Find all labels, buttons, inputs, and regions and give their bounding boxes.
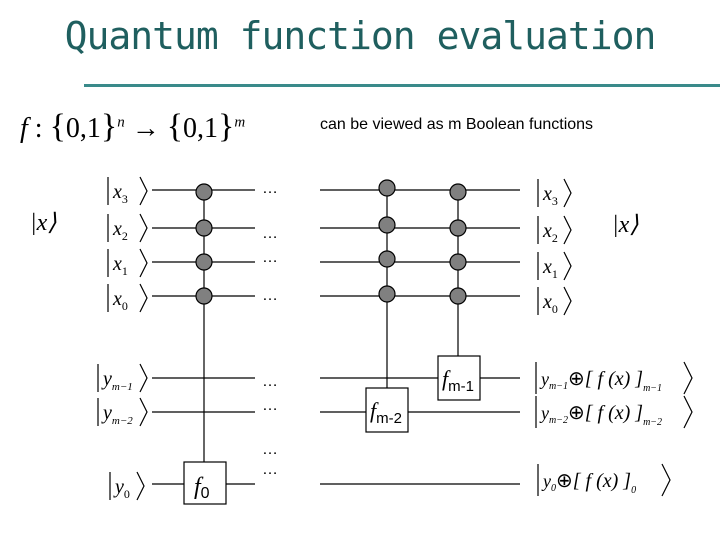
ellipsis-x3: … (262, 180, 278, 197)
gate-fm2-box (365, 387, 409, 433)
input-ket-y0: y0 (109, 471, 145, 501)
control-lines (203, 190, 459, 462)
svg-text:ym−2⊕[ f (x) ]m−2: ym−2⊕[ f (x) ]m−2 (539, 402, 662, 428)
svg-text:y0⊕[ f (x) ]0: y0⊕[ f (x) ]0 (541, 470, 636, 496)
control-dots (195, 179, 467, 305)
control-dot-f0-x0 (195, 287, 213, 305)
gate-fm1-box (437, 355, 481, 401)
output-ket-x0: x0 (537, 286, 572, 316)
input-ket-ym2: ym−2 (97, 397, 148, 427)
formula-arrow: → (124, 113, 167, 144)
svg-text:fm-2: fm-2 (370, 398, 402, 427)
formula-exp-n: n (117, 114, 125, 131)
svg-text:x0: x0 (542, 291, 558, 316)
input-ket-ym1: ym−1 (97, 363, 148, 393)
output-ket-y0: y0⊕[ f (x) ]0 (537, 463, 671, 497)
control-dot-f0-x1 (195, 253, 213, 271)
xor-symbol: ⊕ (568, 368, 585, 390)
output-ket-x2: x2 (537, 215, 572, 245)
control-dot-fm1-x1 (449, 253, 467, 271)
input-kets: x3 x2 x1 x0 ym−1 ym−2 (97, 176, 148, 501)
output-ket-x3: x3 (537, 178, 572, 208)
control-dot-fm2-x2 (378, 216, 396, 234)
ellipsis-gap-2: … (262, 461, 278, 478)
ellipses: … … … … … … … … (262, 180, 278, 478)
ellipsis-x0: … (262, 287, 278, 304)
svg-text:ym−1⊕[ f (x) ]m−1: ym−1⊕[ f (x) ]m−1 (539, 368, 662, 394)
svg-text:x1: x1 (112, 253, 128, 278)
svg-text:x1: x1 (542, 256, 558, 281)
control-dot-fm2-x1 (378, 250, 396, 268)
output-kets: x3 x2 x1 x0 ym−1⊕[ f (x) ]m−1 ym−2⊕[ f (… (535, 178, 693, 497)
page-title: Quantum function evaluation (64, 14, 657, 58)
svg-text:y0: y0 (113, 476, 130, 501)
gate-fm2: fm-2 (365, 387, 409, 433)
left-state-label: |x⟩ (30, 210, 57, 236)
caption: can be viewed as m Boolean functions (320, 116, 594, 133)
formula-brace-close-2: } (218, 108, 235, 145)
input-ket-x0: x0 (107, 283, 148, 313)
svg-text:x2: x2 (542, 220, 558, 245)
control-dot-fm2-x0 (378, 285, 396, 303)
output-ket-ym2: ym−2⊕[ f (x) ]m−2 (535, 395, 693, 429)
control-dot-f0-x3 (195, 183, 213, 201)
ellipsis-x2: … (262, 225, 278, 242)
svg-text:x2: x2 (112, 218, 128, 243)
svg-text:x0: x0 (112, 288, 128, 313)
gate-f0-sub: 0 (201, 485, 210, 502)
ellipsis-gap-1: … (262, 441, 278, 458)
gate-fm1: fm-1 (437, 355, 481, 401)
gate-f0: f0 (183, 461, 227, 505)
formula-set-2: 0,1 (183, 113, 219, 144)
xor-symbol: ⊕ (556, 470, 573, 492)
svg-text:x3: x3 (542, 183, 558, 208)
formula-brace-open-1: { (49, 108, 66, 145)
formula-exp-m: m (234, 114, 246, 131)
gate-fm1-sub: m-1 (448, 378, 474, 395)
svg-text:fm-1: fm-1 (442, 366, 474, 395)
formula-set-1: 0,1 (65, 113, 101, 144)
title-underline (84, 84, 720, 87)
svg-text:f0: f0 (194, 474, 210, 502)
ellipsis-ym1: … (262, 373, 278, 390)
output-ket-ym1: ym−1⊕[ f (x) ]m−1 (535, 361, 693, 395)
svg-text:ym−2: ym−2 (101, 402, 133, 427)
formula-f: f (20, 113, 28, 144)
formula-brace-open-2: { (166, 108, 184, 145)
control-dot-fm1-x0 (449, 287, 467, 305)
control-dot-fm2-x3 (378, 179, 396, 197)
gate-fm2-name: f (370, 398, 379, 423)
input-ket-x2: x2 (107, 213, 148, 243)
input-ket-x3: x3 (107, 176, 148, 206)
control-dot-fm1-x3 (449, 183, 467, 201)
gate-fm1-name: f (442, 366, 451, 391)
output-ket-x1: x1 (537, 251, 572, 281)
function-signature: f : {0,1}n → {0,1}m (20, 108, 245, 146)
gate-f0-name: f (194, 474, 204, 500)
control-dot-f0-x2 (195, 219, 213, 237)
formula-colon: : (27, 113, 50, 144)
xor-symbol: ⊕ (568, 402, 585, 424)
input-ket-x1: x1 (107, 248, 148, 278)
gate-fm2-sub: m-2 (376, 410, 402, 427)
svg-text:ym−1: ym−1 (101, 368, 133, 393)
ellipsis-ym2: … (262, 397, 278, 414)
right-state-label: |x⟩ (612, 212, 639, 238)
svg-text:x3: x3 (112, 181, 128, 206)
control-dot-fm1-x2 (449, 219, 467, 237)
gate-f0-box (183, 461, 227, 505)
formula-brace-close-1: } (100, 108, 118, 145)
ellipsis-x1: … (262, 249, 278, 266)
